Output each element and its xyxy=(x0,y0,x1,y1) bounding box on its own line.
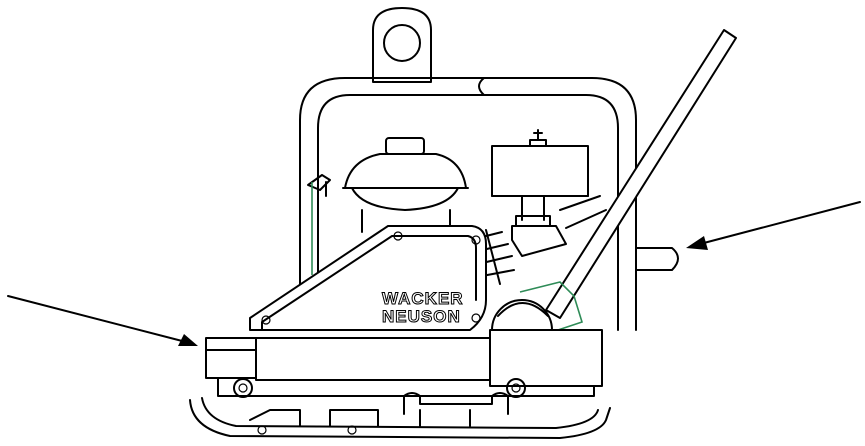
belt-cover: WACKER NEUSON xyxy=(249,225,487,331)
side-handle xyxy=(635,247,679,271)
guard-frame xyxy=(299,77,637,331)
air-filter xyxy=(491,129,607,257)
vibration-plate xyxy=(189,397,611,439)
callout-arrow-left xyxy=(7,295,198,346)
fuel-tank xyxy=(342,137,469,233)
callout-arrow-right xyxy=(686,201,861,250)
lifting-eye xyxy=(372,7,432,83)
brand-logo-line2: NEUSON xyxy=(382,307,461,326)
engine-fins xyxy=(469,229,515,285)
exciter-bracket xyxy=(403,392,509,415)
guide-handle-bar xyxy=(545,29,737,319)
left-bracket xyxy=(307,174,331,275)
base-housing xyxy=(205,329,603,398)
brand-logo-line1: WACKER xyxy=(382,289,464,308)
